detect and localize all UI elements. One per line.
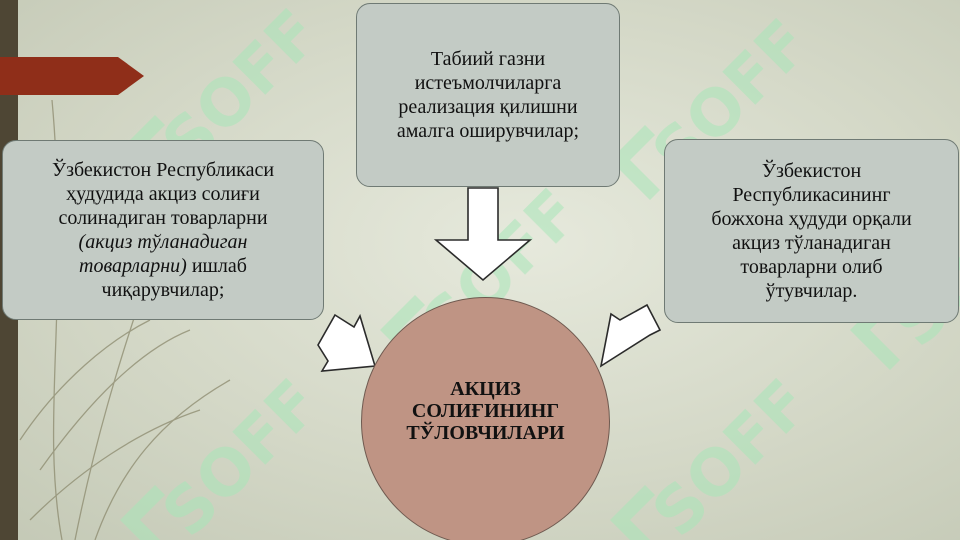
- taxpayers-title: АКЦИЗ СОЛИҒИНИНГ ТЎЛОВЧИЛАРИ: [361, 378, 610, 444]
- gas-sellers-text: Табиий газни истеъмолчиларга реализация …: [387, 47, 589, 143]
- text-line: ҳудудида акциз солиғи: [66, 183, 260, 205]
- red-arrow-tab: [0, 57, 144, 95]
- text-fragment: ишлаб: [186, 255, 247, 277]
- text-line: ўтувчилар.: [765, 280, 858, 302]
- watermark-logo-mark: [120, 485, 165, 540]
- text-line: акциз тўланадиган: [732, 232, 891, 254]
- importers-text: Ўзбекистон Республикасининг божхона ҳуду…: [701, 159, 921, 303]
- importers-box: Ўзбекистон Республикасининг божхона ҳуду…: [664, 139, 959, 323]
- text-line: Ўзбекистон Республикаси: [51, 159, 275, 181]
- text-line-mixed: товарларни) ишлаб: [52, 254, 274, 278]
- down-arrow: [433, 187, 533, 282]
- italic-fragment: товарларни): [79, 255, 187, 277]
- title-line: ТЎЛОВЧИЛАРИ: [406, 422, 565, 444]
- right-diagonal-arrow: [599, 303, 662, 368]
- text-line: солинадиган товарларни: [58, 207, 268, 229]
- text-line: реализация қилишни: [398, 96, 578, 118]
- manufacturers-box: Ўзбекистон Республикаси ҳудудида акциз с…: [2, 140, 324, 320]
- left-diagonal-arrow: [317, 313, 377, 372]
- text-line: товарларни олиб: [740, 256, 883, 278]
- text-line: Республикасининг: [732, 184, 891, 206]
- taxpayers-circle: [361, 297, 610, 540]
- title-line: СОЛИҒИНИНГ: [411, 400, 560, 422]
- gas-sellers-box: Табиий газни истеъмолчиларга реализация …: [356, 3, 620, 187]
- watermark-logo-mark: [610, 125, 660, 200]
- manufacturers-text: Ўзбекистон Республикаси ҳудудида акциз с…: [42, 158, 284, 302]
- text-line: Табиий газни: [430, 48, 546, 70]
- text-line: Ўзбекистон: [761, 160, 862, 182]
- text-line: истеъмолчиларга: [414, 72, 562, 94]
- text-line-italic: (акциз тўланадиган: [78, 231, 248, 253]
- title-line: АКЦИЗ: [450, 378, 521, 400]
- text-line: божхона ҳудуди орқали: [711, 208, 912, 230]
- text-line: чиқарувчилар;: [101, 279, 225, 301]
- watermark-logo-mark: [610, 485, 655, 540]
- watermark-logo-mark: [850, 295, 900, 370]
- text-line: амалга оширувчилар;: [396, 120, 580, 142]
